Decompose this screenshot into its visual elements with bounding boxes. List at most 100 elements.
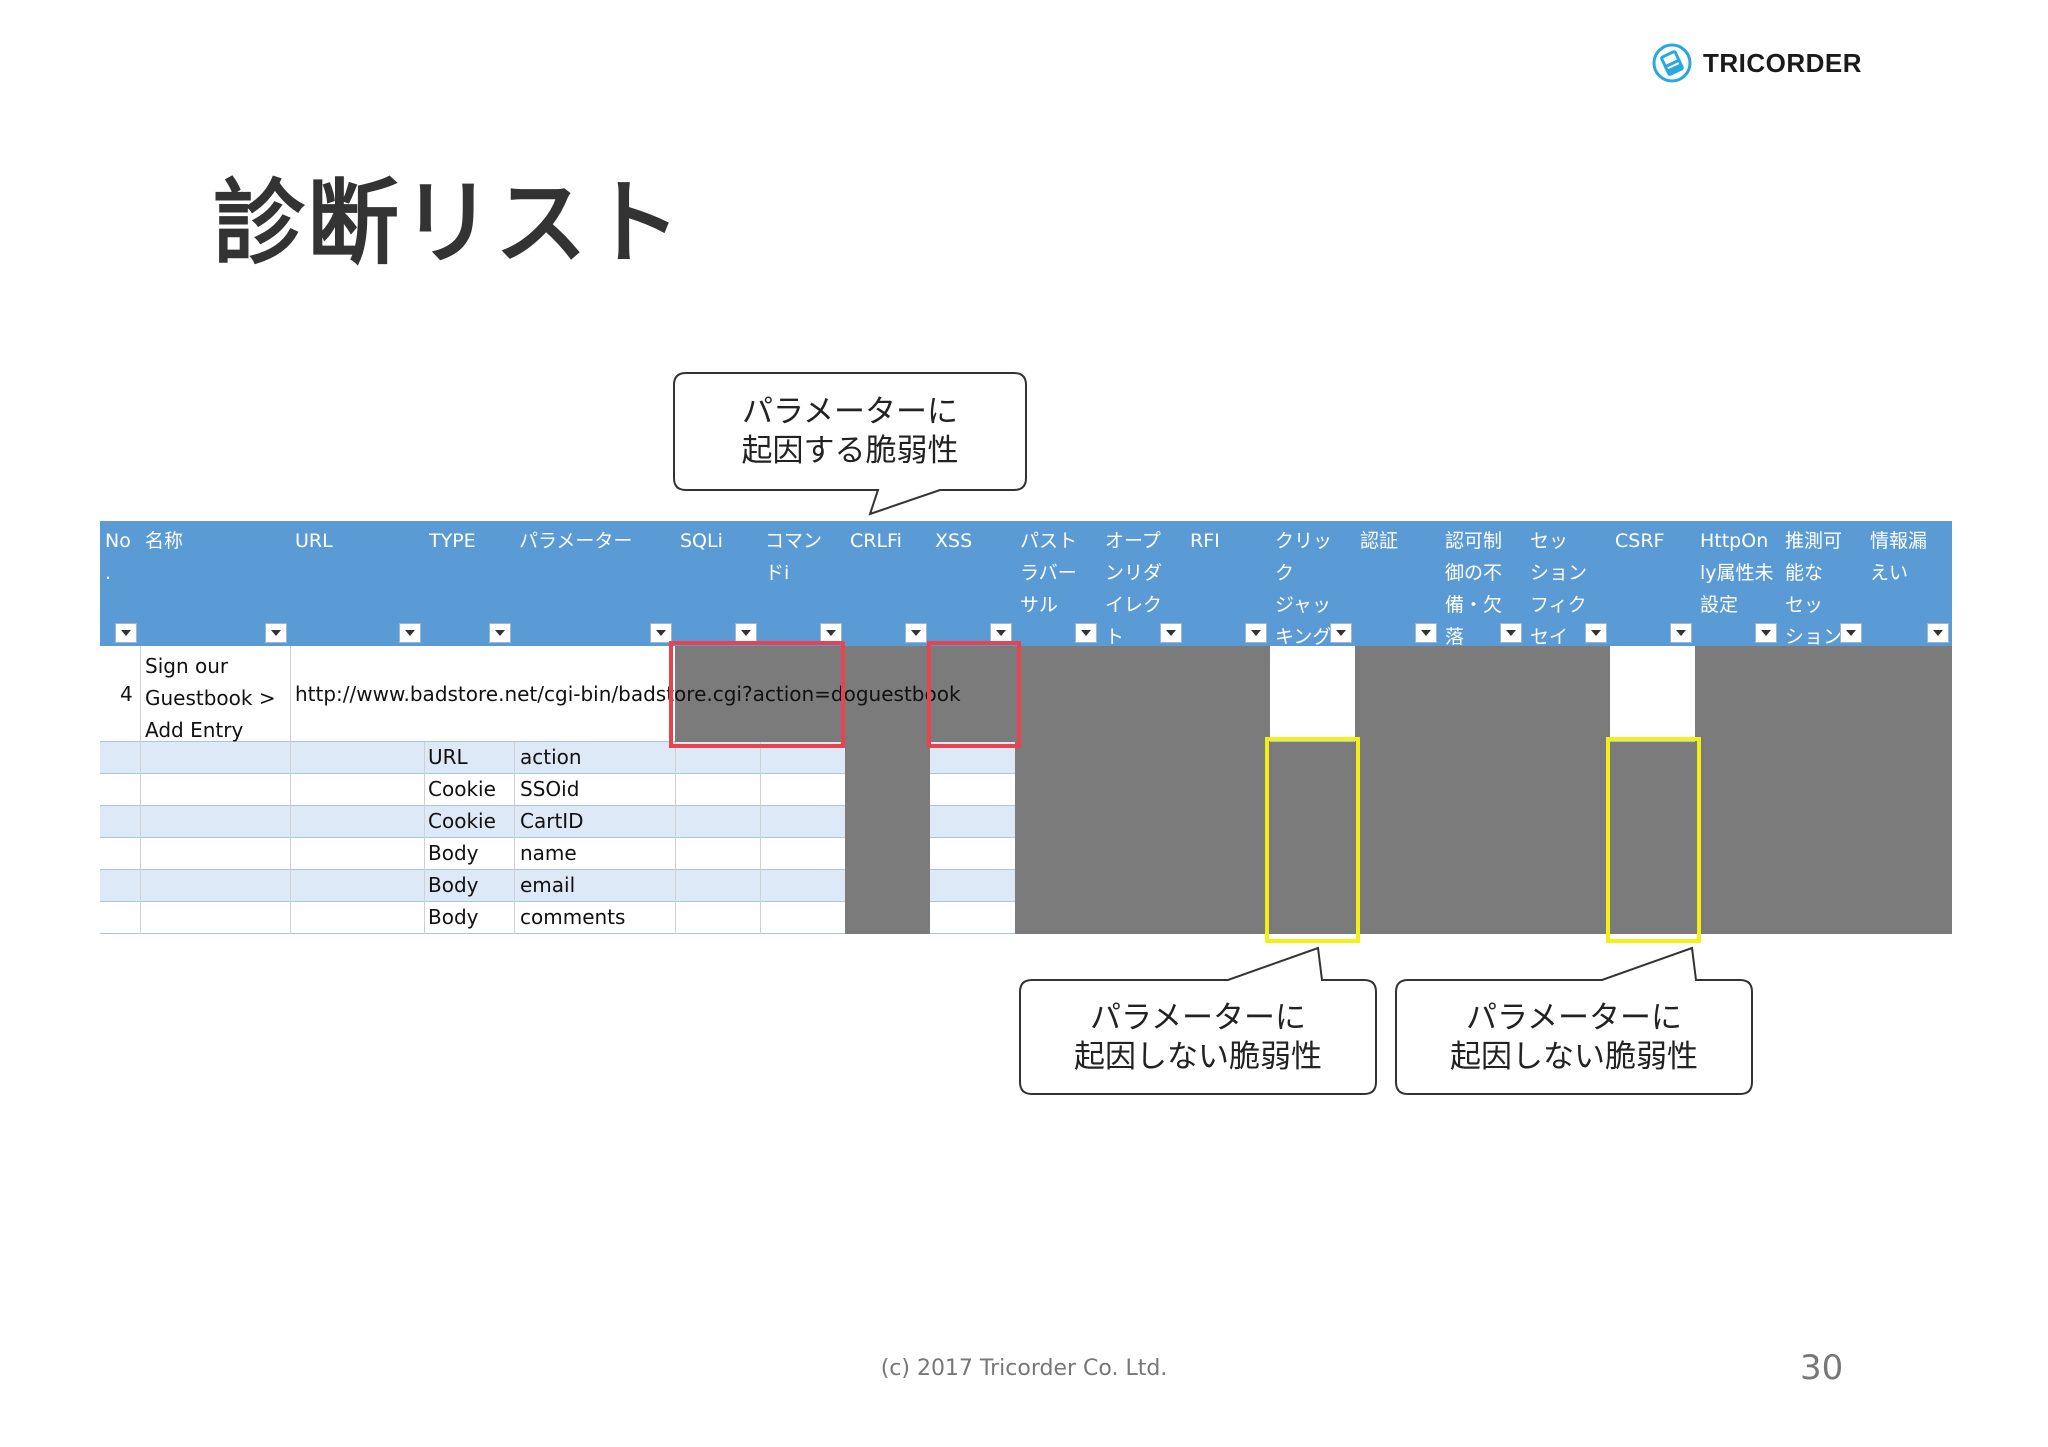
cell-type: Body (428, 873, 479, 897)
filter-dropdown-icon[interactable] (489, 623, 511, 643)
cell-type: Body (428, 841, 479, 865)
filter-dropdown-icon[interactable] (735, 623, 757, 643)
column-header-label: 推測可 能な セッ ション (1785, 530, 1843, 648)
column-header-predictable: 推測可 能な セッ ション (1780, 521, 1865, 648)
grid-line (290, 646, 291, 934)
column-header-crlfi: CRLFi (845, 521, 930, 646)
callout-not-param-caused-2: パラメーターに 起因しない脆弱性 (1450, 1000, 1698, 1075)
column-header-label: 情報漏 えい (1870, 530, 1928, 584)
page-number: 30 (1800, 1348, 1844, 1388)
cell-no: 4 (120, 682, 133, 706)
column-header-label: URL (295, 530, 333, 552)
column-header-label: オープ ンリダ イレク ト (1105, 530, 1163, 648)
column-header-pathtrav: パスト ラバー サル (1015, 521, 1100, 646)
column-header-label: パラメーター (519, 530, 633, 552)
cell-parameter: email (520, 873, 576, 897)
column-header-openredirect: オープ ンリダ イレク ト (1100, 521, 1185, 648)
grid-line (675, 742, 676, 934)
grid-line (760, 742, 761, 934)
filter-dropdown-icon[interactable] (820, 623, 842, 643)
column-header-clickjack: クリッ ク ジャッ キング (1270, 521, 1355, 648)
filter-dropdown-icon[interactable] (1415, 623, 1437, 643)
column-header-xss: XSS (930, 521, 1015, 646)
filter-dropdown-icon[interactable] (1840, 623, 1862, 643)
column-header-label: 認可制 御の不 備・欠 落 (1445, 530, 1503, 648)
gray-fill-main-path-rfi (1015, 646, 1270, 742)
column-header-label: パスト ラバー サル (1020, 530, 1078, 616)
filter-dropdown-icon[interactable] (1075, 623, 1097, 643)
column-header-label: RFI (1190, 530, 1220, 552)
filter-dropdown-icon[interactable] (990, 623, 1012, 643)
logo: TRICORDER (1651, 40, 1862, 86)
column-header-label: No . (105, 530, 131, 584)
column-header-no: No . (100, 521, 140, 646)
column-header-cmdi: コマン ドi (760, 521, 845, 646)
column-header-label: コマン ドi (765, 530, 823, 584)
cell-parameter: CartID (520, 809, 584, 833)
slide-title: 診断リスト (213, 170, 684, 277)
tricorder-logo-icon (1652, 43, 1692, 83)
cell-name: Sign our Guestbook > Add Entry (145, 654, 276, 742)
column-header-label: CRLFi (850, 530, 902, 552)
column-header-auth: 認証 (1355, 521, 1440, 646)
filter-dropdown-icon[interactable] (650, 623, 672, 643)
filter-dropdown-icon[interactable] (1755, 623, 1777, 643)
column-header-name: 名称 (140, 521, 290, 646)
red-highlight-xss (927, 641, 1021, 748)
callout-param-caused: パラメーターに 起因する脆弱性 (741, 394, 959, 469)
grid-line (424, 742, 425, 934)
gray-fill-main-injection (675, 646, 1015, 742)
column-header-label: クリッ ク ジャッ キング (1275, 530, 1333, 648)
red-highlight-sqli-cmdi (669, 641, 845, 748)
column-header-infoleak: 情報漏 えい (1865, 521, 1952, 646)
column-header-label: セッ ション フィク セイ (1530, 530, 1588, 648)
column-header-sessionfix: セッ ション フィク セイ (1525, 521, 1610, 648)
gray-fill-param-crlfi (845, 742, 930, 934)
column-header-sqli: SQLi (675, 521, 760, 646)
column-header-label: HttpOn ly属性未 設定 (1700, 530, 1774, 616)
filter-dropdown-icon[interactable] (115, 623, 137, 643)
yellow-highlight-clickjacking (1265, 737, 1360, 943)
cell-type: Cookie (428, 809, 496, 833)
filter-dropdown-icon[interactable] (1585, 623, 1607, 643)
cell-parameter: name (520, 841, 577, 865)
column-header-label: XSS (935, 530, 973, 552)
filter-dropdown-icon[interactable] (265, 623, 287, 643)
column-header-label: TYPE (429, 530, 476, 552)
gray-fill-main-auth-session (1355, 646, 1610, 742)
filter-dropdown-icon[interactable] (905, 623, 927, 643)
cell-type: Body (428, 905, 479, 929)
column-header-rfi: RFI (1185, 521, 1270, 646)
filter-dropdown-icon[interactable] (1927, 623, 1949, 643)
cell-url: http://www.badstore.net/cgi-bin/badstore… (295, 682, 961, 706)
column-header-label: CSRF (1615, 530, 1665, 552)
filter-dropdown-icon[interactable] (1500, 623, 1522, 643)
cell-type: Cookie (428, 777, 496, 801)
filter-dropdown-icon[interactable] (1330, 623, 1352, 643)
column-header-authz: 認可制 御の不 備・欠 落 (1440, 521, 1525, 648)
filter-dropdown-icon[interactable] (1160, 623, 1182, 643)
column-header-type: TYPE (424, 521, 514, 646)
cell-parameter: SSOid (520, 777, 580, 801)
column-header-label: 名称 (145, 530, 184, 552)
column-header-param: パラメーター (514, 521, 675, 646)
column-header-label: 認証 (1360, 530, 1399, 552)
cell-type: URL (428, 745, 468, 769)
column-header-csrf: CSRF (1610, 521, 1695, 646)
filter-dropdown-icon[interactable] (1670, 623, 1692, 643)
filter-dropdown-icon[interactable] (1245, 623, 1267, 643)
cell-parameter: comments (520, 905, 626, 929)
yellow-highlight-csrf (1606, 737, 1701, 943)
column-header-url: URL (290, 521, 424, 646)
grid-line (140, 646, 141, 934)
filter-dropdown-icon[interactable] (399, 623, 421, 643)
gray-fill-main-httponly-info (1695, 646, 1952, 742)
cell-parameter: action (520, 745, 582, 769)
gray-fill-param-others (1015, 742, 1952, 934)
callout-not-param-caused-1: パラメーターに 起因しない脆弱性 (1074, 1000, 1322, 1075)
column-header-httponly: HttpOn ly属性未 設定 (1695, 521, 1780, 646)
grid-line (514, 742, 515, 934)
copyright-footer: (c) 2017 Tricorder Co. Ltd. (880, 1356, 1168, 1381)
